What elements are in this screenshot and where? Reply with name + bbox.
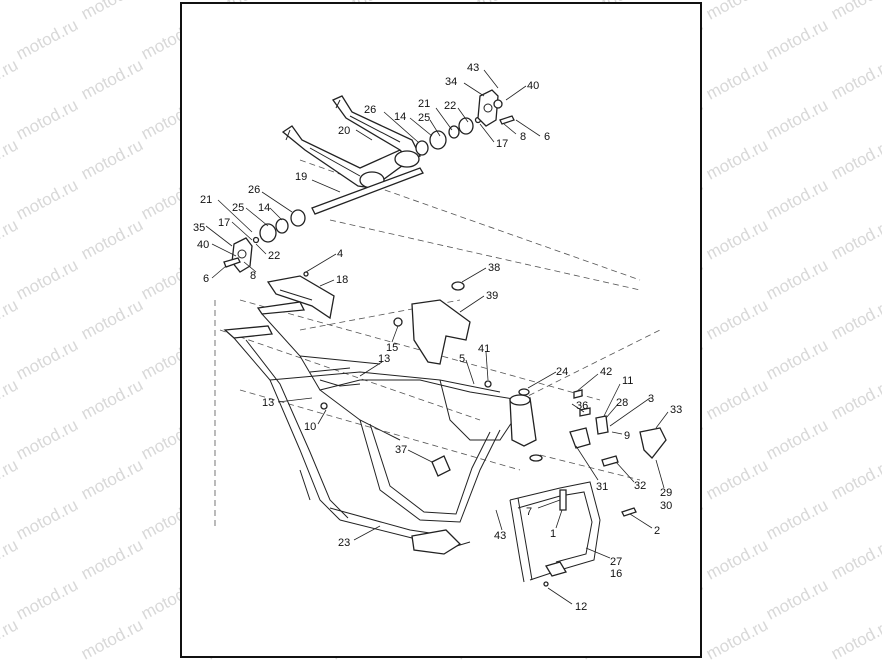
callout-16: 16 xyxy=(610,568,622,580)
callout-43: 43 xyxy=(467,62,479,74)
callout-15: 15 xyxy=(386,342,398,354)
callout-36: 36 xyxy=(576,400,588,412)
callout-26: 26 xyxy=(364,104,376,116)
callout-23: 23 xyxy=(338,537,350,549)
callout-34: 34 xyxy=(445,76,457,88)
left-bearing-stack xyxy=(252,209,306,244)
right-bearing-stack xyxy=(415,116,482,156)
callout-32: 32 xyxy=(634,480,646,492)
callout-37: 37 xyxy=(395,444,407,456)
callout-2: 2 xyxy=(654,525,660,537)
callout-6-left: 6 xyxy=(203,273,209,285)
cover-plate xyxy=(266,275,335,320)
callout-40-left: 40 xyxy=(197,239,209,251)
callout-1: 1 xyxy=(550,528,556,540)
callout-17-left: 17 xyxy=(218,217,230,229)
callout-22-left: 22 xyxy=(268,250,280,262)
callout-4: 4 xyxy=(337,248,343,260)
callout-42: 42 xyxy=(600,366,612,378)
callout-10: 10 xyxy=(304,421,316,433)
callout-21-left: 21 xyxy=(200,194,212,206)
callout-27: 27 xyxy=(610,556,622,568)
callout-11: 11 xyxy=(622,375,633,387)
callout-14: 14 xyxy=(394,111,406,123)
callout-41: 41 xyxy=(478,343,490,355)
callout-17: 17 xyxy=(496,138,508,150)
callout-22: 22 xyxy=(444,100,456,112)
callout-30: 30 xyxy=(660,500,672,512)
leader-lines xyxy=(205,69,669,605)
main-frame xyxy=(223,301,537,555)
callout-9: 9 xyxy=(624,430,630,442)
callout-25: 25 xyxy=(418,112,430,124)
callout-28: 28 xyxy=(616,397,628,409)
swingarm xyxy=(281,95,421,189)
callout-12: 12 xyxy=(575,601,587,613)
pivot-shaft xyxy=(311,167,424,215)
callout-26-left: 26 xyxy=(248,184,260,196)
side-bracket-plate xyxy=(393,299,471,365)
callout-40: 40 xyxy=(527,80,539,92)
hardware-parts xyxy=(303,271,667,587)
callout-labels: 43 34 40 21 22 26 14 25 20 8 6 17 19 26 … xyxy=(193,62,682,613)
callout-39: 39 xyxy=(486,290,498,302)
callout-8: 8 xyxy=(520,131,526,143)
rubber-mount xyxy=(451,281,465,291)
callout-5: 5 xyxy=(459,353,465,365)
callout-21: 21 xyxy=(418,98,430,110)
callout-24: 24 xyxy=(556,366,568,378)
callout-19: 19 xyxy=(295,171,307,183)
callout-43-bottom: 43 xyxy=(494,530,506,542)
callout-3: 3 xyxy=(648,393,654,405)
callout-33: 33 xyxy=(670,404,682,416)
left-pivot-bracket xyxy=(223,237,253,273)
callout-25-left: 25 xyxy=(232,202,244,214)
right-pivot-bracket xyxy=(477,89,515,127)
callout-13-left: 13 xyxy=(262,397,274,409)
callout-7: 7 xyxy=(526,506,532,518)
callout-18: 18 xyxy=(336,274,348,286)
callout-14-left: 14 xyxy=(258,202,270,214)
callout-35: 35 xyxy=(193,222,205,234)
callout-13: 13 xyxy=(378,353,390,365)
callout-38: 38 xyxy=(488,262,500,274)
callout-20: 20 xyxy=(338,125,350,137)
callout-29: 29 xyxy=(660,487,672,499)
callout-6: 6 xyxy=(544,131,550,143)
callout-31: 31 xyxy=(596,481,608,493)
frame-rail-assembly xyxy=(509,481,601,583)
callout-8-left: 8 xyxy=(250,270,256,282)
